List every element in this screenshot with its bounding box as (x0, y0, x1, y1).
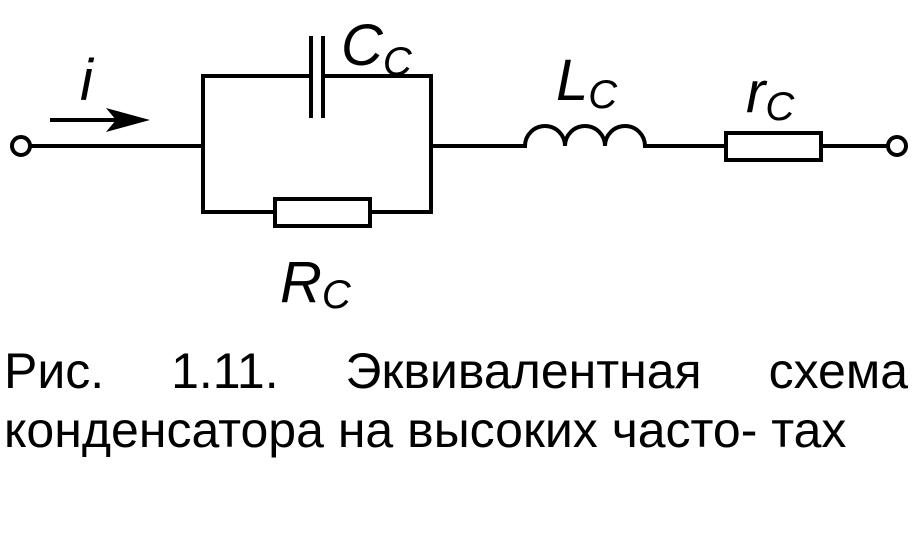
caption-line-3: тах (771, 402, 847, 458)
inductor-label: LC (556, 48, 618, 117)
output-terminal (886, 135, 908, 157)
input-terminal (10, 135, 32, 157)
current-arrow-head (106, 108, 150, 132)
resistor-r-body (273, 197, 372, 228)
series-resistor-label: rC (746, 60, 795, 129)
caption-line-2: конденсатора на высоких часто- (4, 402, 758, 458)
parallel-resistor-label: RC (280, 250, 352, 317)
current-label: i (80, 48, 95, 113)
equivalent-circuit-diagram: i CC LC rC RC (10, 13, 908, 317)
inductor-coil (522, 124, 648, 149)
capacitor-label: CC (341, 13, 413, 84)
resistor-rc-body (724, 131, 823, 162)
caption-line-1: Рис. 1.11. Эквивалентная схема (4, 343, 908, 399)
figure-caption: Рис. 1.11. Эквивалентная схема конденсат… (4, 342, 908, 460)
